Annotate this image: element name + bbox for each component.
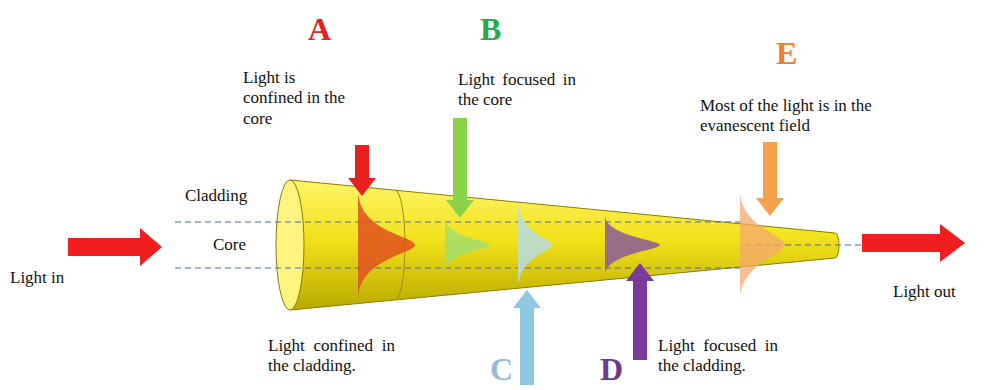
mode-profile xyxy=(445,218,490,272)
mode-profile xyxy=(518,200,552,290)
part-name: Cladding xyxy=(185,186,247,206)
annotation-text: Most of the light is in the evanescent f… xyxy=(700,96,872,137)
annotation-text: Light focused in the core xyxy=(458,70,576,111)
part-name: Light out xyxy=(893,282,956,302)
annotation-text: Light is confined in the core xyxy=(243,68,351,129)
core-boundary xyxy=(175,267,745,268)
mode-profile xyxy=(358,190,415,300)
core-boundary xyxy=(175,221,745,222)
callout-letter: B xyxy=(480,10,501,48)
light-out-arrow xyxy=(862,224,965,262)
mode-profile xyxy=(740,195,785,295)
light-in-arrow xyxy=(68,228,162,266)
fiber-body xyxy=(290,180,839,310)
pointer-arrow xyxy=(513,290,541,385)
fiber-end-face xyxy=(276,180,304,310)
pointer-arrow xyxy=(756,142,784,216)
annotation-text: Light focused in the cladding. xyxy=(658,336,778,377)
part-name: Light in xyxy=(10,268,64,288)
pointer-arrow xyxy=(348,145,376,196)
pointer-arrow xyxy=(626,263,654,360)
callout-letter: D xyxy=(600,350,623,388)
callout-letter: C xyxy=(490,350,513,388)
pointer-arrow xyxy=(446,118,474,218)
callout-letter: A xyxy=(308,10,331,48)
callout-letter: E xyxy=(776,34,797,72)
part-name: Core xyxy=(213,235,246,255)
annotation-text: Light confined in the cladding. xyxy=(268,336,395,377)
mode-profile xyxy=(605,215,660,275)
